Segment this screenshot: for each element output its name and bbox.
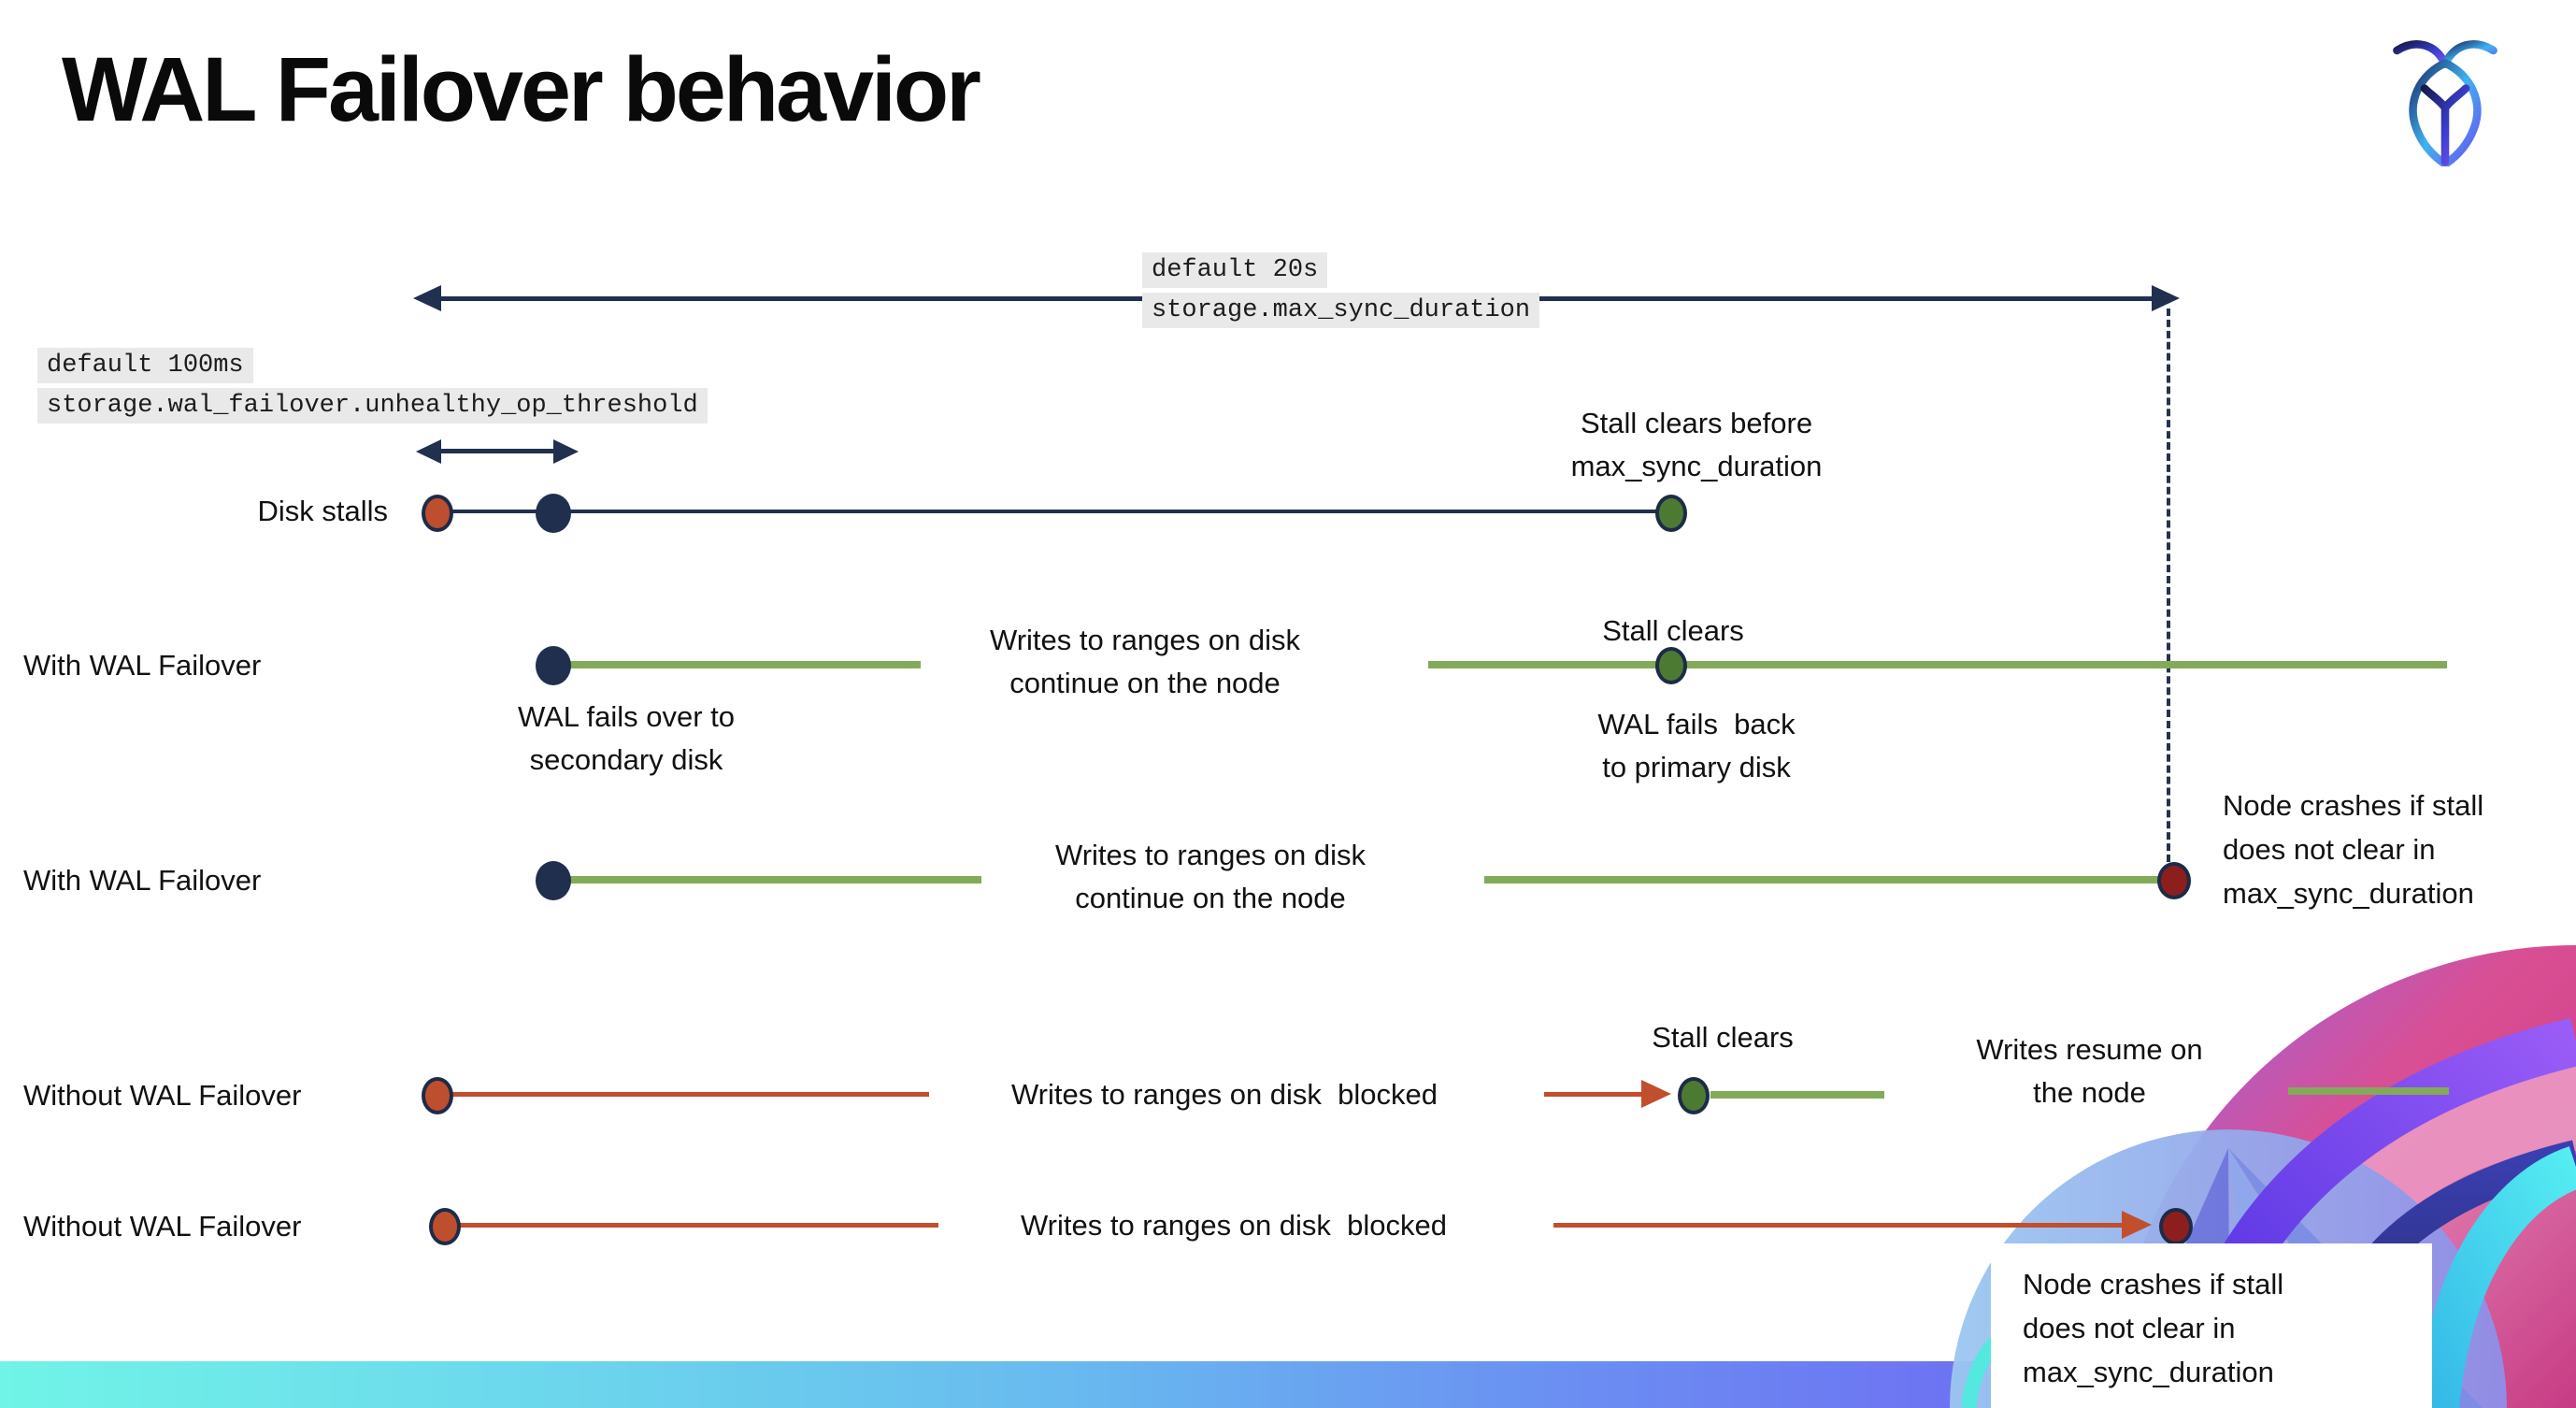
stall-clears-label-2: Stall clears [1652,1021,1794,1054]
max-sync-arrowhead-right-icon [2152,285,2180,311]
stall-clear-dot-3 [1678,1077,1710,1114]
max-sync-default-label: default 20s [1142,252,1328,288]
row-label-without-wal-failover-2: Without WAL Failover [23,1210,302,1243]
threshold-reached-dot [536,494,571,533]
writes-continue-note: Writes to ranges on disk continue on the… [990,624,1300,699]
writes-continue-note-2: Writes to ranges on disk continue on the… [1055,839,1366,914]
writes-resume-line [1710,1091,1884,1099]
writes-resume-note: Writes resume on the node [1976,1033,2203,1109]
writes-blocked-line-2 [1544,1092,1645,1097]
stall-clears-before-note: Stall clears before max_sync_duration [1570,407,1823,482]
node-crash-callout-box: Node crashes if stall does not clear in … [1991,1243,2432,1408]
writes-continue-line-2 [1428,661,2447,668]
writes-blocked-line [451,1092,929,1097]
stall-start-dot-3 [429,1208,461,1245]
art-cyan-arch [2416,1146,2576,1408]
writes-continue-line-3 [561,876,981,884]
logo-stem [2420,84,2470,166]
failover-dot-2 [536,861,571,900]
stall-start-dot [422,495,453,532]
threshold-arrowhead-left-icon [416,439,441,464]
node-crash-note: Node crashes if stall does not clear in … [2223,789,2484,910]
stall-start-dot-2 [422,1077,453,1114]
row-label-with-wal-failover-1: With WAL Failover [23,649,262,682]
writes-resume-line-2 [2288,1087,2449,1095]
logo-right-antenna [2440,40,2497,68]
failover-dot [536,646,571,685]
row-label-with-wal-failover-2: With WAL Failover [23,864,262,897]
writes-blocked-note: Writes to ranges on disk blocked [1010,1078,1438,1111]
writes-blocked-note-2: Writes to ranges on disk blocked [1020,1209,1448,1242]
wal-failback-note: WAL fails back to primary disk [1597,708,1796,783]
node-crash-note-2: Node crashes if stall does not clear in … [2023,1268,2284,1388]
node-crash-dot [2157,862,2191,899]
stall-clears-label: Stall clears [1602,614,1744,647]
cockroachdb-logo-icon [2393,40,2497,166]
stall-clear-dot [1655,495,1687,532]
wal-failover-note: WAL fails over to secondary disk [517,700,735,776]
max-sync-arrowhead-left-icon [413,285,441,311]
disk-stall-timeline-line [437,510,1671,513]
stall-clear-dot-2 [1655,647,1687,684]
row-label-disk-stalls: Disk stalls [257,495,388,527]
logo-left-antenna [2393,40,2450,68]
max-sync-deadline-dashed-line [2167,309,2170,862]
blocked-arrowhead-icon-2 [2122,1211,2152,1239]
writes-blocked-line-4 [1553,1223,2125,1228]
page-title: WAL Failover behavior [62,38,981,140]
writes-continue-line-4 [1484,876,2170,884]
threshold-arrow-line [439,449,555,453]
threshold-arrowhead-right-icon [553,439,579,464]
writes-continue-line [561,661,921,668]
blocked-arrowhead-icon [1641,1080,1671,1108]
threshold-default-label: default 100ms [37,348,253,383]
node-crash-dot-2 [2159,1208,2193,1245]
max-sync-setting-label: storage.max_sync_duration [1142,293,1540,328]
row-label-without-wal-failover-1: Without WAL Failover [23,1079,302,1112]
threshold-setting-label: storage.wal_failover.unhealthy_op_thresh… [37,388,708,424]
writes-blocked-line-3 [458,1223,938,1228]
